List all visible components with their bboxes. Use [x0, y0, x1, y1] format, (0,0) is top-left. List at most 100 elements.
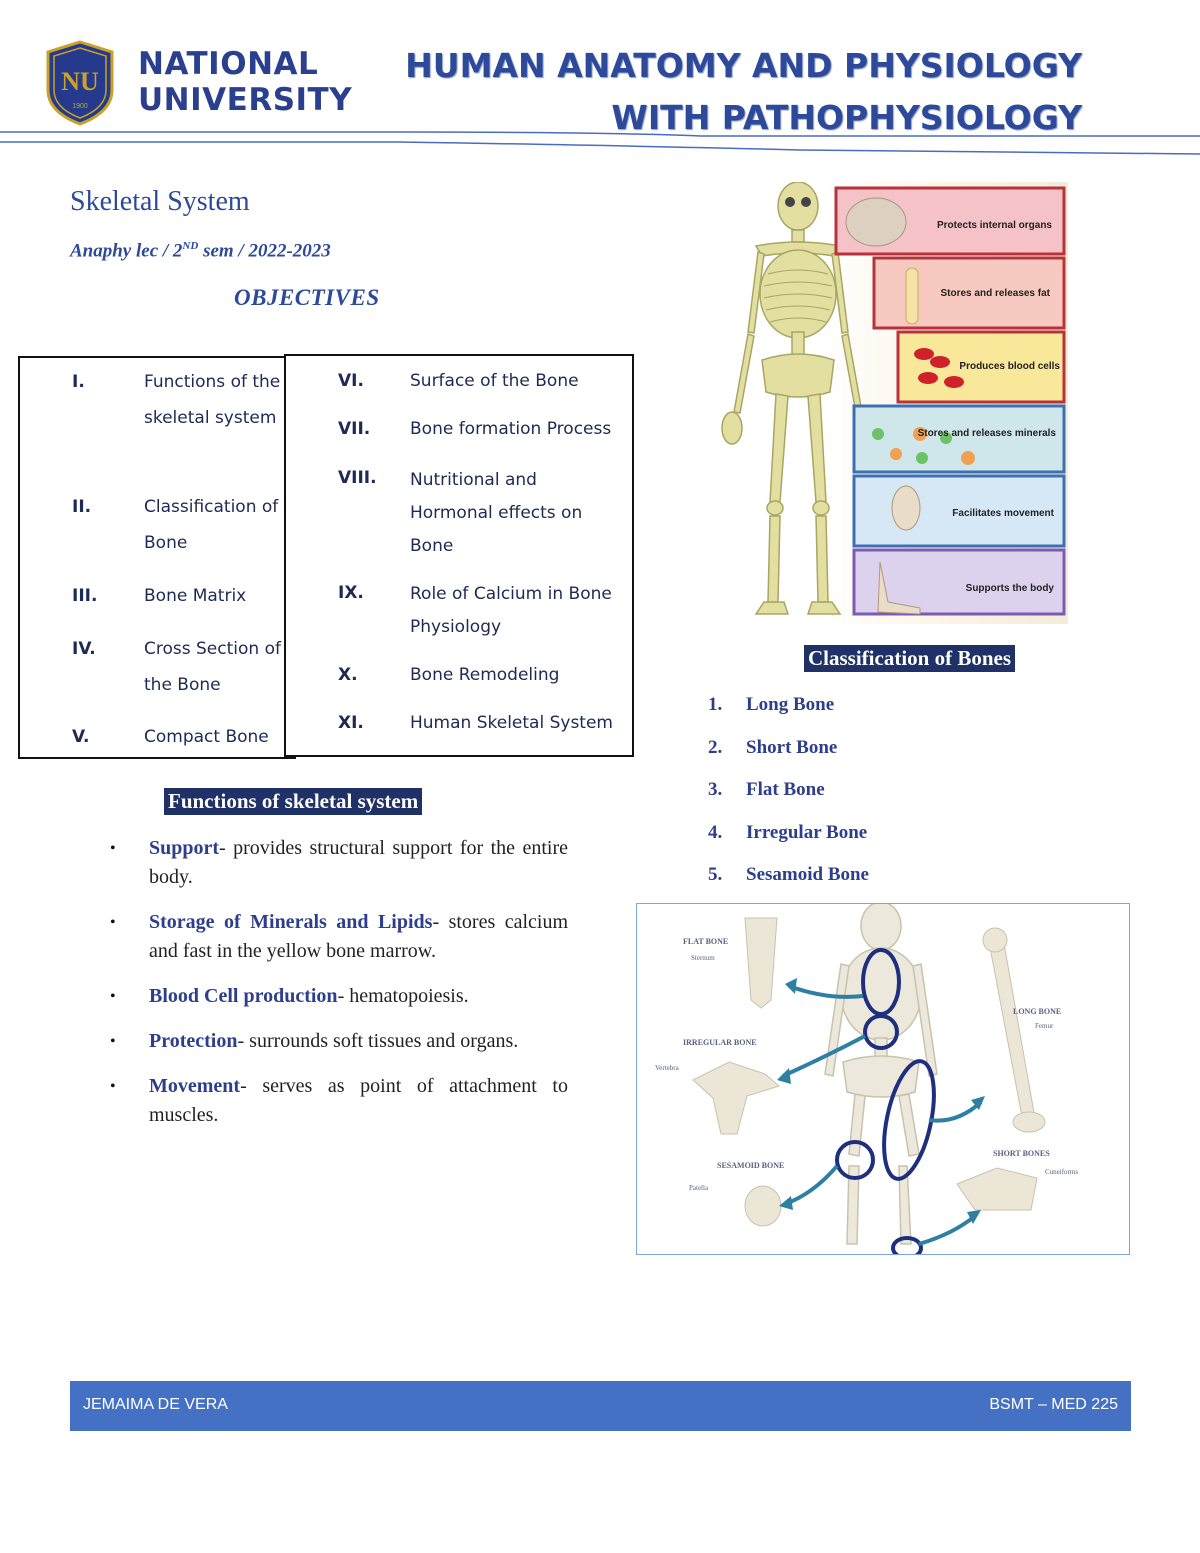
objective-number: II.: [72, 497, 92, 517]
irregular-bone-example: Vertebra: [655, 1064, 680, 1072]
function-term: Storage of Minerals and Lipids: [149, 911, 433, 933]
objectives-left-box: I. Functions of the skeletal system II. …: [18, 356, 296, 759]
short-bones-title: SHORT BONES: [993, 1149, 1050, 1158]
item-number: 1.: [708, 694, 723, 715]
objective-number: I.: [72, 372, 85, 392]
page-subtitle: Anaphy lec / 2ND sem / 2022-2023: [70, 240, 331, 262]
flat-bone-title: FLAT BONE: [683, 937, 728, 946]
panel-label: Supports the body: [966, 583, 1055, 594]
objective-number: V.: [72, 727, 90, 747]
list-item: Storage of Minerals and Lipids- stores c…: [108, 908, 568, 966]
objective-label: Classification of Bone: [144, 497, 279, 553]
function-term: Blood Cell production: [149, 985, 338, 1007]
function-term: Protection: [149, 1030, 238, 1052]
university-logo: NU 1900: [44, 40, 116, 126]
objective-number: VI.: [338, 371, 364, 391]
page-title: Skeletal System: [70, 186, 250, 217]
function-text: - serves as point of attachment to muscl…: [149, 1075, 568, 1126]
function-panel: Facilitates movement: [852, 474, 1066, 548]
item-label: Short Bone: [746, 736, 838, 758]
objective-label: Surface of the Bone: [410, 371, 579, 391]
item-label: Flat Bone: [746, 779, 825, 800]
item-number: 4.: [708, 821, 723, 843]
function-term: Support: [149, 837, 220, 859]
objectives-heading: OBJECTIVES: [234, 285, 380, 310]
footer-author: JEMAIMA DE VERA: [83, 1396, 228, 1413]
list-item: 1. Long Bone: [708, 690, 869, 733]
university-name-line1: NATIONAL: [138, 46, 319, 82]
panel-label: Stores and releases minerals: [918, 428, 1057, 439]
list-item: 4. Irregular Bone: [708, 818, 869, 861]
course-title-line1: HUMAN ANATOMY AND PHYSIOLOGY: [405, 46, 1082, 85]
university-name-line2: UNIVERSITY: [138, 82, 353, 118]
university-name: NATIONAL UNIVERSITY: [138, 46, 352, 118]
list-item: Blood Cell production- hematopoiesis.: [108, 982, 568, 1011]
objective-label: Cross Section of the Bone: [144, 639, 281, 695]
subtitle-sup: ND: [182, 240, 199, 252]
skeleton-functions-figure: Protects internal organs Stores and rele…: [684, 181, 1068, 624]
list-item: 5. Sesamoid Bone: [708, 860, 869, 903]
function-panel: Stores and releases fat: [872, 256, 1066, 330]
objective-label: Compact Bone: [144, 727, 269, 747]
objective-number: X.: [338, 665, 358, 685]
list-item: Protection- surrounds soft tissues and o…: [108, 1027, 568, 1056]
course-title-line2: WITH PATHOPHYSIOLOGY: [611, 98, 1082, 137]
list-item: 3. Flat Bone: [708, 775, 869, 818]
item-label: Irregular Bone: [746, 821, 868, 843]
panel-label: Stores and releases fat: [941, 288, 1051, 299]
objective-number: VIII.: [338, 468, 377, 488]
item-number: 3.: [708, 779, 723, 800]
flat-bone-example: Sternum: [691, 954, 715, 962]
list-item: Support- provides structural support for…: [108, 834, 568, 892]
item-number: 2.: [708, 736, 723, 758]
subtitle-suffix: sem / 2022-2023: [198, 240, 331, 262]
page-footer: JEMAIMA DE VERA BSMT – MED 225: [70, 1381, 1131, 1431]
header-divider: [0, 131, 1200, 155]
sesamoid-bone-example: Patella: [689, 1184, 709, 1192]
item-label: Sesamoid Bone: [746, 864, 869, 885]
function-text: - stores calcium and fast in the yellow …: [149, 911, 569, 962]
functions-list: Support- provides structural support for…: [108, 834, 568, 1146]
item-number: 5.: [708, 864, 723, 885]
long-bone-example: Femur: [1035, 1022, 1054, 1030]
long-bone-title: LONG BONE: [1013, 1007, 1061, 1016]
objective-number: XI.: [338, 713, 364, 733]
objective-label: Bone formation Process: [410, 419, 612, 439]
objective-number: IX.: [338, 583, 364, 603]
function-term: Movement: [149, 1075, 241, 1097]
objective-label: Human Skeletal System: [410, 713, 613, 733]
function-panel: Protects internal organs: [834, 186, 1066, 256]
short-bones-example: Cuneiforms: [1045, 1168, 1078, 1176]
objective-label: Bone Matrix: [144, 586, 247, 606]
logo-year: 1900: [72, 103, 88, 110]
footer-section: BSMT – MED 225: [989, 1396, 1118, 1413]
bone-types-figure: FLAT BONE Sternum IRREGULAR BONE Vertebr…: [636, 901, 1130, 1260]
objectives-right-box: VI. Surface of the Bone VII. Bone format…: [284, 354, 634, 757]
course-title: HUMAN ANATOMY AND PHYSIOLOGY WITH PATHOP…: [405, 40, 1082, 144]
objective-label: Bone Remodeling: [410, 665, 560, 685]
sesamoid-bone-title: SESAMOID BONE: [717, 1161, 784, 1170]
function-text: - hematopoiesis.: [337, 985, 469, 1007]
function-panel: Produces blood cells: [896, 330, 1066, 404]
list-item: Movement- serves as point of attachment …: [108, 1072, 568, 1130]
item-label: Long Bone: [746, 694, 835, 715]
objective-label: Role of Calcium in Bone Physiology: [410, 584, 612, 637]
subtitle-prefix: Anaphy lec / 2: [70, 240, 183, 262]
function-text: - surrounds soft tissues and organs.: [237, 1030, 519, 1052]
irregular-bone-title: IRREGULAR BONE: [683, 1038, 757, 1047]
objective-number: III.: [72, 586, 98, 606]
function-text: - provides structural support for the en…: [149, 837, 568, 888]
classification-heading: Classification of Bones: [804, 645, 1016, 672]
function-panel: Stores and releases minerals: [852, 404, 1066, 474]
logo-letters: NU: [61, 67, 99, 96]
panel-label: Produces blood cells: [959, 361, 1060, 372]
function-panel: Supports the body: [852, 548, 1066, 616]
panel-label: Facilitates movement: [952, 508, 1054, 519]
functions-heading: Functions of skeletal system: [164, 788, 423, 815]
objective-number: IV.: [72, 639, 96, 659]
list-item: 2. Short Bone: [708, 733, 869, 776]
objective-label: Functions of the skeletal system: [144, 372, 281, 428]
classification-list: 1. Long Bone 2. Short Bone 3. Flat Bone 4. I…: [708, 690, 869, 903]
objective-label: Nutritional and Hormonal effects on Bone: [410, 470, 583, 556]
objective-number: VII.: [338, 419, 371, 439]
